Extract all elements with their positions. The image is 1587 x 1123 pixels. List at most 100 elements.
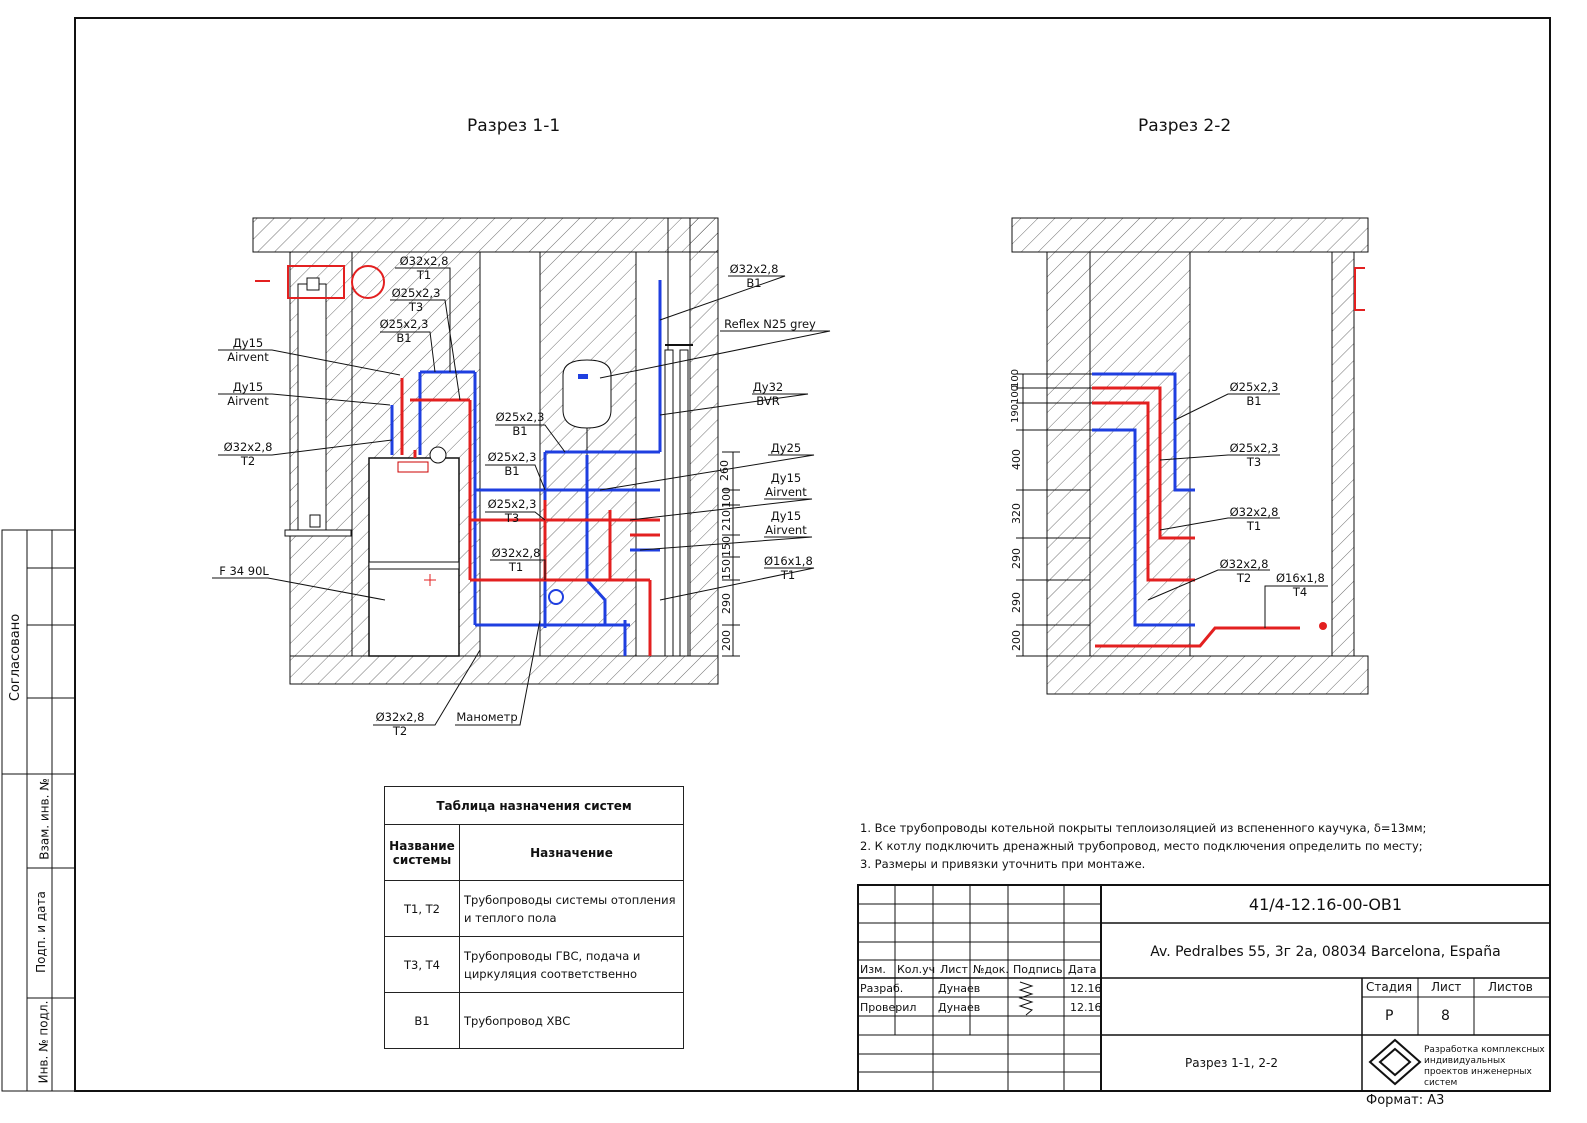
ceiling-slab-1 [252,217,719,253]
signature [1018,981,1034,1016]
tb-list-num: 8 [1441,1008,1450,1024]
dim2-6: 290 [1010,548,1023,569]
system-table-col1: Название системы [384,824,460,881]
dim-2: 100 [720,487,733,508]
dim-6: 290 [720,593,733,614]
dim-1: 260 [718,460,731,481]
project-address: Av. Pedralbes 55, 3г 2а, 08034 Barcelona… [1150,944,1501,960]
boiler [368,457,460,657]
tb-prov-date: 12.16 [1070,1001,1102,1014]
floor-slab-2 [1046,655,1369,695]
dim2-3: 190 [1010,403,1022,424]
tb-data: Дата [1068,963,1097,976]
section-2-structure [1011,217,1369,695]
label-boiler-model: F 34 90L [219,564,269,578]
dim-5: 150 [720,559,733,580]
label-du25: Ду25 [770,441,802,455]
tb-razrab-name: Дунаев [938,982,981,995]
expansion-vessel [562,359,612,429]
dim2-7: 290 [1010,592,1023,613]
tb-kol: Кол.уч [897,963,936,976]
sheet-format: Формат: А3 [1366,1093,1445,1108]
system-table: Таблица назначения систем Название систе… [384,786,684,1049]
table-row: Т1, Т2 Трубопроводы системы отопления и … [384,880,684,937]
sheet-title: Разрез 1-1, 2-2 [1185,1056,1278,1070]
mid-wall-1 [539,251,637,657]
tb-prov: Проверил [860,1001,917,1014]
document-code: 41/4-12.16-00-ОВ1 [1248,895,1403,914]
company-name: Разработка комплексных индивидуальных пр… [1424,1045,1545,1088]
left-wall-2 [1046,251,1191,657]
tb-prov-name: Дунаев [938,1001,981,1014]
leaders-section-2 [1147,393,1328,628]
label-expansion-vessel: Reflex N25 grey [724,317,816,331]
tb-listov-h: Листов [1488,980,1533,994]
tb-razrab: Разраб. [860,982,904,995]
tb-ndok: №док. [973,963,1009,976]
side-vzam: Взам. инв. № [37,778,52,860]
tb-izm: Изм. [860,963,886,976]
flue-pipe [297,283,327,535]
dim-4: 150 [720,536,733,557]
side-inv: Инв. № подл. [36,1000,51,1084]
dim-7: 200 [720,630,733,651]
company-logo-icon [1368,1038,1422,1086]
dim2-2: 100 [1010,384,1022,405]
dims-section-1 [722,451,740,657]
right-wall-1 [689,217,719,657]
tb-stadia: Р [1385,1008,1394,1024]
note-2: 2. К котлу подключить дренажный трубопро… [860,839,1423,853]
section-2-title: Разрез 2-2 [1138,116,1232,136]
title-block [857,884,1551,1092]
system-table-col2: Назначение [459,824,684,881]
dim2-5: 320 [1010,503,1023,524]
section-1-title: Разрез 1-1 [467,116,561,136]
ceiling-slab-2 [1011,217,1369,253]
tb-stadia-h: Стадия [1366,980,1413,994]
flue-terminal [255,265,385,299]
section-1-structure [252,217,719,685]
note-3: 3. Размеры и привязки уточнить при монта… [860,857,1146,871]
dim-3: 210 [720,510,733,531]
tb-list: Лист [940,963,968,976]
floor-slab-1 [289,655,719,685]
manometer [548,589,564,605]
leaders-section-1 [212,267,831,726]
side-podp: Подп. и дата [33,891,48,973]
dim2-4: 400 [1010,449,1023,470]
section-2-pipes [1092,372,1327,648]
table-row: В1 Трубопровод ХВС [384,992,684,1049]
right-wall-2 [1331,251,1355,657]
side-stamp [1,529,76,1092]
tb-podp: Подпись [1013,963,1063,976]
label-manometer: Манометр [456,710,518,724]
dims-section-2 [1016,373,1092,657]
side-agreed: Согласовано [8,613,24,702]
tb-list-h: Лист [1431,980,1462,994]
section-1-pipes [390,280,662,656]
table-row: Т3, Т4 Трубопроводы ГВС, подача и циркул… [384,936,684,993]
note-1: 1. Все трубопроводы котельной покрыты те… [860,821,1427,835]
